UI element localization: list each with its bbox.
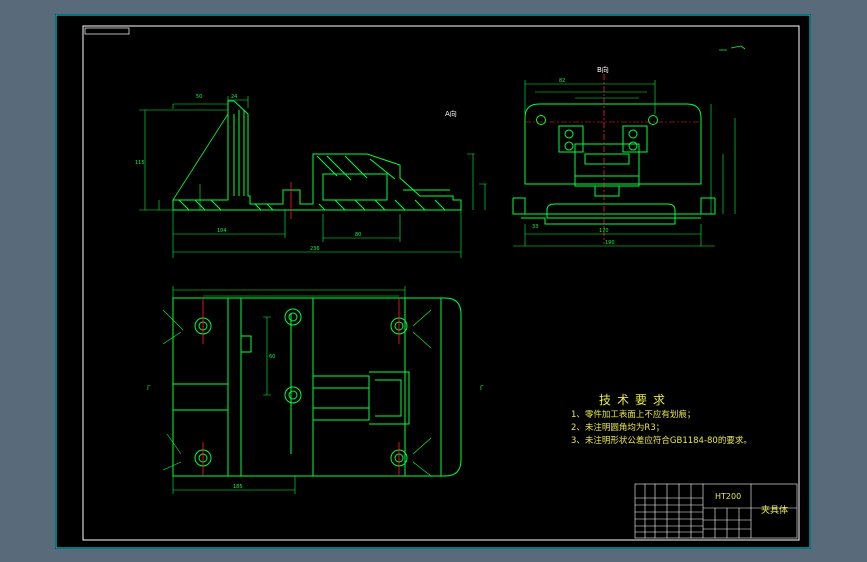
tech-requirement-2: 2、未注明圆角均为R3； <box>571 423 665 433</box>
cad-drawing: 236 104 80 50 24 115 A向 82 170 <box>55 14 811 549</box>
front-inner-pocket <box>322 173 450 201</box>
side-base <box>512 197 716 225</box>
drawing-sheet: 236 104 80 50 24 115 A向 82 170 <box>55 14 811 549</box>
top-rail-block <box>312 375 370 421</box>
side-hole-left <box>536 115 546 125</box>
tech-requirements-title: 技术要求 <box>599 393 672 407</box>
side-dimensions <box>513 80 736 247</box>
svg-text:185: 185 <box>233 484 243 490</box>
front-view: 236 104 80 50 24 115 <box>135 94 487 258</box>
top-view: 185 60 Γ Γ <box>147 286 484 494</box>
top-dimensions <box>162 286 432 494</box>
side-clamp-right <box>622 125 648 153</box>
side-center-block <box>574 143 640 197</box>
svg-text:Γ: Γ <box>480 385 484 392</box>
side-view-outline <box>524 103 702 185</box>
projection-symbol <box>719 45 746 51</box>
top-view-outline <box>172 297 462 477</box>
side-bolt-left-top <box>564 129 574 139</box>
svg-text:Γ: Γ <box>147 385 151 392</box>
drawing-frame <box>82 25 800 541</box>
title-block-material: HT200 <box>715 492 742 501</box>
top-hole-center-lower <box>284 386 302 404</box>
svg-text:115: 115 <box>135 160 145 166</box>
svg-text:82: 82 <box>559 78 565 84</box>
front-rib <box>172 113 229 201</box>
tech-requirement-1: 1、零件加工表面上不应有划痕； <box>571 410 696 420</box>
title-block <box>634 483 798 539</box>
svg-text:50: 50 <box>196 94 202 100</box>
front-dim-text: 236 <box>310 246 320 252</box>
front-view-outline <box>172 100 462 211</box>
front-view-label: A向 <box>445 109 457 118</box>
side-view-label: B向 <box>597 65 609 74</box>
top-slot-right <box>404 297 442 477</box>
side-clamp-left <box>558 125 584 153</box>
corner-stamp <box>84 27 130 35</box>
svg-text:60: 60 <box>269 354 275 360</box>
svg-text:24: 24 <box>231 94 237 100</box>
svg-text:170: 170 <box>599 228 609 234</box>
front-hatch <box>178 110 446 211</box>
outer-border <box>55 14 811 549</box>
svg-text:33: 33 <box>532 224 538 230</box>
side-hole-right <box>648 115 658 125</box>
svg-text:80: 80 <box>355 232 361 238</box>
svg-text:190: 190 <box>605 240 615 246</box>
top-hole-center-upper <box>284 308 302 326</box>
title-block-part-name: 夹具体 <box>761 506 789 516</box>
side-bolt-left-bottom <box>564 141 574 151</box>
tech-requirement-3: 3、未注明形状公差应符合GB1184-80的要求。 <box>571 436 752 446</box>
side-bolt-right-bottom <box>628 141 638 151</box>
side-view: 82 170 190 33 <box>512 74 736 247</box>
svg-text:104: 104 <box>217 228 227 234</box>
side-slot <box>546 203 676 219</box>
side-bolt-right-top <box>628 129 638 139</box>
front-dimensions <box>139 96 487 258</box>
